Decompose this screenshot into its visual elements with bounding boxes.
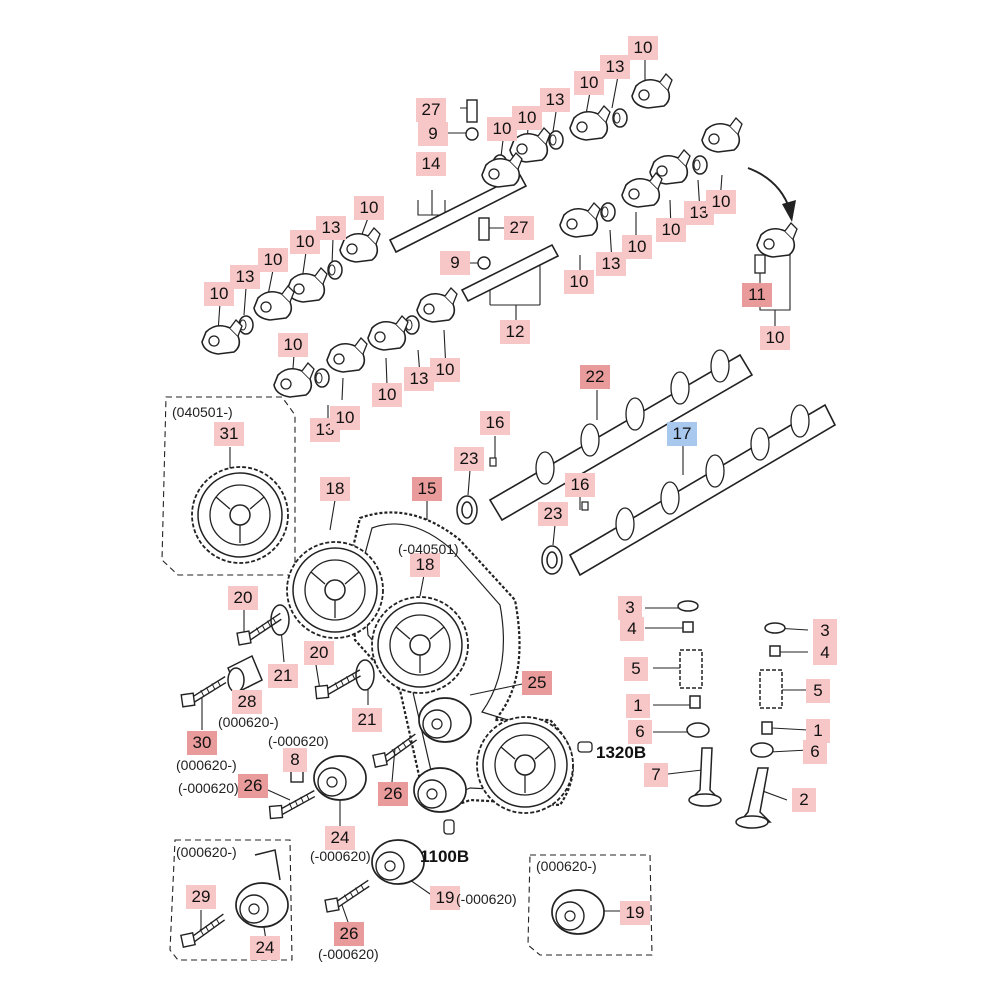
note-n11: (000620-)	[536, 858, 597, 874]
callout-c58[interactable]: 26	[378, 782, 408, 806]
callout-c71[interactable]: 3	[813, 619, 837, 643]
callout-c17[interactable]: 10	[330, 406, 360, 430]
callout-c62[interactable]: 24	[250, 936, 280, 960]
callout-c56[interactable]: 8	[283, 748, 307, 772]
callout-c75[interactable]: 6	[803, 740, 827, 764]
ref-1320b[interactable]: 1320B	[596, 743, 647, 762]
callout-c31[interactable]: 10	[760, 326, 790, 350]
ref-1100b[interactable]: 1100B	[420, 847, 470, 866]
callout-c47[interactable]: 15	[412, 477, 442, 501]
callout-c67[interactable]: 5	[624, 657, 648, 681]
callout-c65[interactable]: 3	[618, 596, 642, 620]
callout-c74[interactable]: 1	[806, 719, 830, 743]
callout-c13[interactable]: 10	[258, 248, 288, 272]
callout-c25[interactable]: 10	[706, 190, 736, 214]
note-n04: (000620-)	[176, 757, 237, 773]
callout-c06[interactable]: 10	[487, 117, 517, 141]
callout-c61[interactable]: 29	[186, 885, 216, 909]
callout-c19[interactable]: 27	[504, 216, 534, 240]
callout-c27[interactable]: 13	[596, 252, 626, 276]
callout-c48[interactable]: 18	[410, 553, 440, 577]
callout-c41[interactable]: 16	[480, 411, 510, 435]
callout-c15[interactable]: 10	[204, 282, 234, 306]
callout-c68[interactable]: 1	[626, 694, 650, 718]
callout-c54[interactable]: 25	[522, 671, 552, 695]
callout-c09[interactable]: 10	[354, 196, 384, 220]
note-n01: (040501-)	[172, 404, 233, 420]
callout-c20[interactable]: 9	[440, 251, 470, 275]
callout-c01[interactable]: 10	[628, 36, 658, 60]
callout-c57[interactable]: 26	[238, 774, 268, 798]
callout-c12[interactable]: 14	[416, 152, 446, 176]
callout-c72[interactable]: 4	[813, 641, 837, 665]
callout-c23[interactable]: 10	[430, 358, 460, 382]
callout-c44[interactable]: 23	[538, 502, 568, 526]
callout-c64[interactable]: 19	[620, 901, 650, 925]
callout-c42[interactable]: 23	[454, 447, 484, 471]
note-n10: (-000620)	[318, 946, 379, 962]
callout-c39[interactable]: 22	[580, 365, 610, 389]
callout-c22[interactable]: 13	[404, 367, 434, 391]
callout-c26[interactable]: 10	[656, 218, 686, 242]
callout-c02[interactable]: 13	[600, 55, 630, 79]
callout-c14[interactable]: 13	[230, 265, 260, 289]
note-n03: (000620-)	[218, 714, 279, 730]
callout-c76[interactable]: 2	[792, 788, 816, 812]
callout-c28[interactable]: 10	[622, 235, 652, 259]
callout-c52[interactable]: 20	[304, 641, 334, 665]
callout-c04[interactable]: 13	[540, 88, 570, 112]
callout-c46[interactable]: 18	[320, 477, 350, 501]
callout-c50[interactable]: 21	[268, 664, 298, 688]
callout-c49[interactable]: 20	[228, 586, 258, 610]
note-n08: (000620-)	[176, 844, 237, 860]
callout-c69[interactable]: 6	[628, 720, 652, 744]
callout-c08[interactable]: 9	[418, 122, 448, 146]
callout-c07[interactable]: 27	[416, 98, 446, 122]
callout-c66[interactable]: 4	[620, 617, 644, 641]
callout-c40[interactable]: 17	[667, 422, 697, 446]
note-n06: (-000620)	[178, 780, 239, 796]
note-n07: (-000620)	[310, 848, 371, 864]
callout-c32[interactable]: 10	[564, 270, 594, 294]
callout-c45[interactable]: 31	[214, 422, 244, 446]
note-n02: (-040501)	[398, 541, 459, 557]
callout-c43[interactable]: 16	[565, 473, 595, 497]
callout-c59[interactable]: 24	[325, 826, 355, 850]
callout-c18[interactable]: 10	[278, 333, 308, 357]
callout-c63[interactable]: 26	[334, 922, 364, 946]
callout-c73[interactable]: 5	[806, 679, 830, 703]
callout-c60[interactable]: 19	[430, 886, 460, 910]
callout-c11[interactable]: 10	[290, 230, 320, 254]
callout-c51[interactable]: 28	[232, 690, 262, 714]
callout-c30[interactable]: 11	[742, 283, 772, 307]
callout-c53[interactable]: 21	[352, 708, 382, 732]
callout-c21[interactable]: 10	[372, 383, 402, 407]
callout-c29[interactable]: 12	[500, 320, 530, 344]
note-n09: (-000620)	[456, 891, 517, 907]
callout-c55[interactable]: 30	[187, 731, 217, 755]
callout-c05[interactable]: 10	[512, 106, 542, 130]
callout-c03[interactable]: 10	[574, 71, 604, 95]
callout-c10[interactable]: 13	[316, 216, 346, 240]
callout-c70[interactable]: 7	[644, 763, 668, 787]
note-n05: (-000620)	[268, 733, 329, 749]
